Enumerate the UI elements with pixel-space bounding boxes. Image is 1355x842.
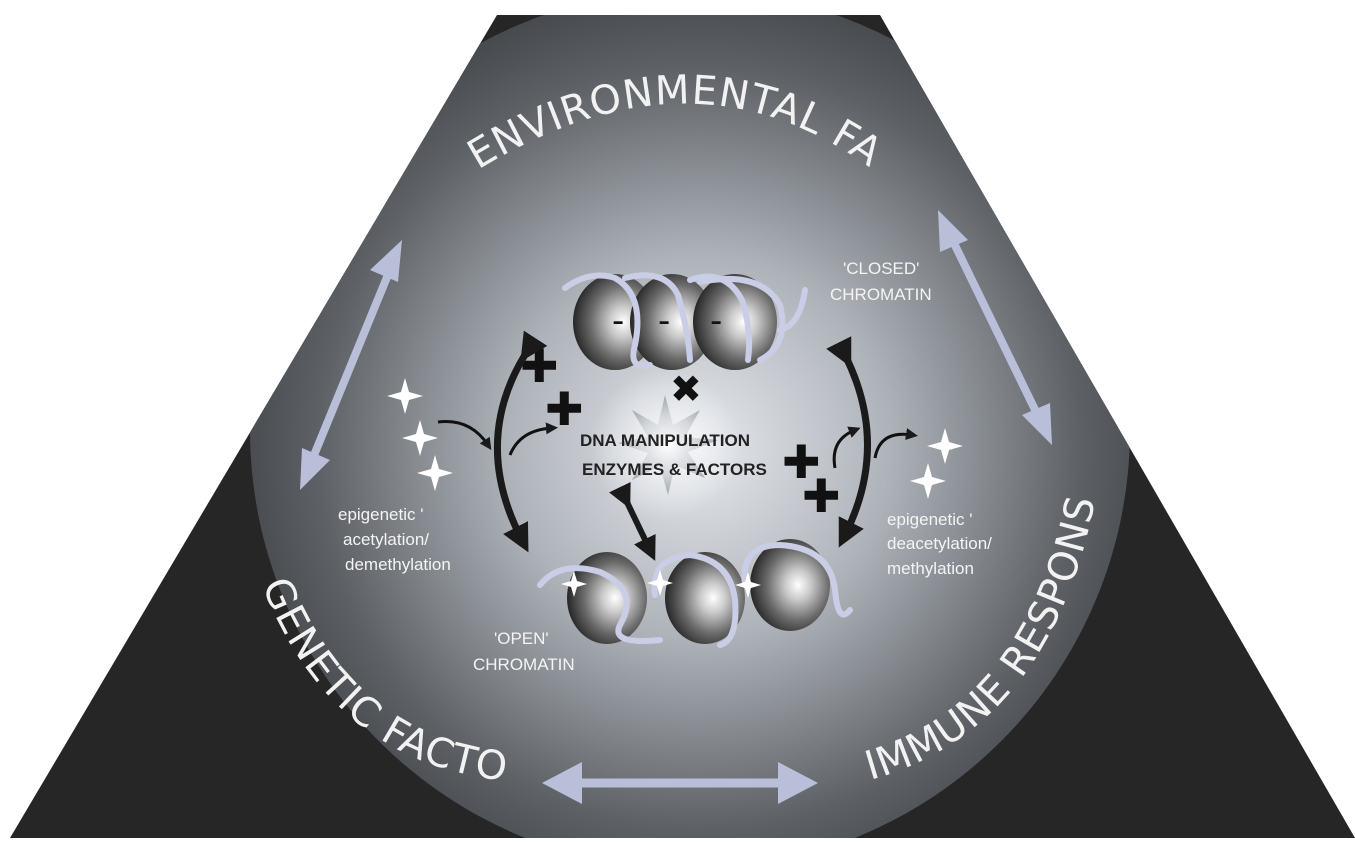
small-arrow-left-in <box>437 419 492 450</box>
open-chromatin-nucleosomes <box>537 539 853 648</box>
sparkle-icon <box>417 455 453 491</box>
left-note-line2: acetylation/ <box>343 530 429 549</box>
open-chromatin-label-word: CHROMATIN <box>473 655 575 674</box>
sparkle-icon <box>735 572 761 598</box>
dark-curved-arrow-right <box>826 336 871 548</box>
dark-curved-arrow-left <box>493 330 548 553</box>
nucleosome-icon <box>750 539 830 631</box>
closed-chromatin-label-word: CHROMATIN <box>830 285 932 304</box>
nucleosome-icon <box>693 274 777 370</box>
left-note-line1: epigenetic ' <box>338 505 423 524</box>
dna-strand-closed <box>562 272 808 369</box>
right-note-line2: deacetylation/ <box>887 534 992 553</box>
cross-symbol-icon: ✖ <box>670 367 702 411</box>
plus-symbol-icon: ✚ <box>802 469 841 523</box>
double-arrow-right <box>938 210 1052 445</box>
sparkle-icon <box>647 570 673 596</box>
sparkles-right <box>910 428 963 499</box>
plus-symbol-icon: ✚ <box>782 435 821 489</box>
small-arrow-right-in <box>832 426 861 469</box>
sparkle-icon <box>402 420 438 456</box>
sparkle-icon <box>910 463 946 499</box>
dna-strand-open <box>537 541 853 648</box>
svg-text:-: - <box>710 301 722 341</box>
center-label-line1: DNA MANIPULATION <box>580 431 750 450</box>
open-chromatin-label-quote: 'OPEN' <box>494 629 549 648</box>
svg-text:-: - <box>658 301 670 341</box>
right-note-line1: epigenetic ' <box>887 510 972 529</box>
sparkles-nucleosomes <box>561 570 761 598</box>
sparkle-icon <box>927 428 963 464</box>
nucleosome-icon <box>630 274 714 370</box>
center-label-line2: ENZYMES & FACTORS <box>582 460 767 479</box>
small-arrow-left-out <box>508 422 558 456</box>
svg-text:-: - <box>612 301 624 341</box>
closed-chromatin-label-quote: 'CLOSED' <box>843 259 919 278</box>
closed-chromatin-nucleosomes: - - - <box>562 272 808 370</box>
double-arrow-bottom <box>542 762 818 804</box>
sparkle-icon <box>387 378 423 414</box>
dark-arrow-center <box>608 481 656 561</box>
small-arrow-right-out <box>873 428 918 459</box>
double-arrow-left <box>300 240 402 490</box>
sparkles-left <box>387 378 453 491</box>
sparkle-icon <box>561 571 587 597</box>
right-note-line3: methylation <box>887 559 974 578</box>
left-note-line3: demethylation <box>345 555 451 574</box>
nucleosome-icon <box>567 552 647 644</box>
